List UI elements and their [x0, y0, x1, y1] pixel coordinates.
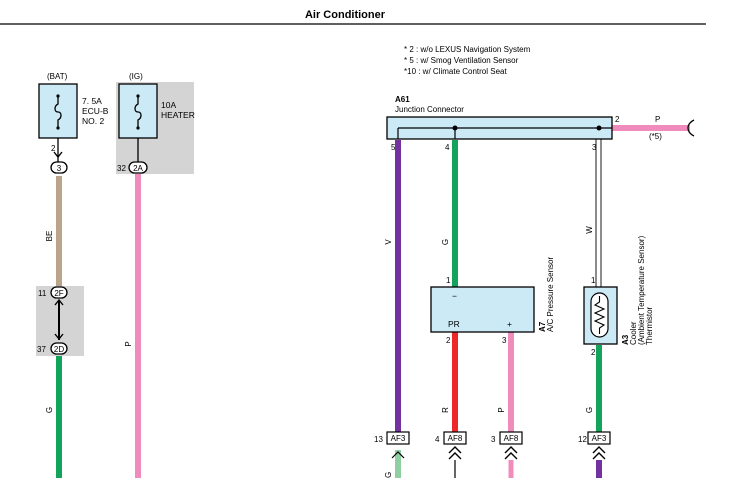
fuse-terminal — [56, 94, 60, 98]
fuse-ig-rating: 10A — [161, 100, 176, 110]
connector-oval-ig-label: 2A — [133, 164, 143, 173]
bottom-connector-box — [499, 431, 523, 445]
bottom-connector-pin: 12 — [578, 435, 587, 444]
pressure-sensor-box — [430, 286, 535, 333]
wire-label-cut: G — [384, 472, 393, 478]
jc-pin2: 2 — [615, 115, 620, 124]
fuse-terminal — [136, 126, 140, 130]
junction-pin-top: 11 — [38, 289, 47, 298]
wire-label-p-left: P — [124, 341, 133, 346]
double-chevron-icon — [391, 451, 405, 459]
double-chevron-icon — [504, 446, 518, 460]
bottom-connector-1: 13 AF3 G — [374, 431, 410, 478]
bottom-connector-label: AF8 — [504, 434, 519, 443]
th-pin2: 2 — [591, 348, 596, 357]
wire-w — [595, 127, 602, 289]
junction-chevron-down — [54, 333, 64, 341]
ps-pin3: 3 — [502, 336, 507, 345]
note-line: * 2 : w/o LEXUS Navigation System — [404, 45, 531, 54]
fuse-ig-name1: HEATER — [161, 110, 195, 120]
ps-pin1: 1 — [446, 276, 451, 285]
ps-pin2: 2 — [446, 336, 451, 345]
jc-pin5: 5 — [391, 143, 396, 152]
ps-name: A/C Pressure Sensor — [546, 257, 555, 332]
bottom-connector-4: 12 AF3 — [578, 431, 611, 478]
bottom-connector-pin: 3 — [491, 435, 496, 444]
junction-oval-top — [50, 286, 68, 299]
resistor-icon — [593, 296, 606, 334]
ps-minus: − — [452, 291, 457, 301]
fuse-ig-box — [118, 83, 158, 139]
jc-id: A61 — [395, 95, 410, 104]
junction-oval-bottom-label: 2D — [54, 345, 64, 354]
junction-pin-bottom: 37 — [37, 345, 46, 354]
th-id: A3 — [621, 334, 630, 345]
th-name3: Thermistor — [645, 306, 654, 345]
wire-label-w: W — [585, 226, 594, 234]
double-chevron-icon — [448, 446, 462, 460]
wire-break-icon — [687, 119, 695, 137]
bottom-connector-box — [443, 431, 467, 445]
bottom-connector-label: AF3 — [391, 434, 406, 443]
wire-label-g-mid: G — [441, 239, 450, 245]
wire-label-r: R — [441, 407, 450, 413]
page-title: Air Conditioner — [305, 9, 386, 21]
junction-oval-bottom — [50, 342, 68, 355]
wire-label-g-left: G — [45, 407, 54, 413]
fuse-terminal — [136, 94, 140, 98]
bottom-connector-label: AF8 — [448, 434, 463, 443]
ps-pr: PR — [448, 319, 460, 329]
double-chevron-icon — [592, 446, 606, 460]
ps-id: A7 — [538, 321, 547, 332]
wire-label-v: V — [384, 239, 393, 245]
th-name1: Cooler — [629, 321, 638, 345]
jc-node — [452, 125, 458, 131]
connector-chevron — [53, 151, 63, 159]
fuse-bat-box — [38, 83, 78, 139]
jc-pin3: 3 — [592, 143, 597, 152]
bottom-connector-3: 3 AF8 — [491, 431, 523, 478]
fuse-bat-name1: ECU-B — [82, 106, 109, 116]
bottom-connector-box — [587, 431, 611, 445]
notes-block: * 2 : w/o LEXUS Navigation System * 5 : … — [404, 45, 531, 76]
junction-oval-top-label: 2F — [54, 289, 63, 298]
jc-pin4: 4 — [445, 143, 450, 152]
note-line: * 5 : w/ Smog Ventilation Sensor — [404, 56, 519, 65]
wire-label-g-right: G — [585, 407, 594, 413]
fuse-bat-name2: NO. 2 — [82, 116, 104, 126]
th-name2: (Ambient Temperature Sensor) — [637, 235, 646, 345]
bottom-connector-pin: 13 — [374, 435, 383, 444]
bottom-connector-pin: 4 — [435, 435, 440, 444]
fuse-bat-icon — [54, 96, 62, 128]
fuse-bat-pin: 2 — [51, 144, 56, 153]
bottom-connector-label: AF3 — [592, 434, 607, 443]
note-line: *10 : w/ Climate Control Seat — [404, 67, 507, 76]
bottom-connector-box — [386, 431, 410, 445]
wire-label-be: BE — [45, 231, 54, 242]
fuse-terminal — [56, 126, 60, 130]
fuse-bat-source: (BAT) — [47, 72, 68, 81]
fuse-ig-pin: 32 — [117, 164, 126, 173]
wire-label-p-mid: P — [497, 407, 506, 412]
connector-oval-bat-label: 3 — [57, 164, 62, 173]
fuse-bat-rating: 7. 5A — [82, 96, 102, 106]
th-pin1: 1 — [591, 276, 596, 285]
connector-oval-ig — [128, 161, 148, 174]
wire-label-p-out: P — [655, 115, 660, 124]
jc-name: Junction Connector — [395, 105, 464, 114]
jc-out-note: (*5) — [649, 132, 662, 141]
connector-oval-bat — [50, 161, 68, 174]
bottom-connector-2: 4 AF8 — [435, 431, 467, 478]
jc-node — [596, 125, 602, 131]
fuse-ig-icon — [134, 96, 142, 128]
fuse-ig-source: (IG) — [129, 72, 143, 81]
ps-plus: + — [507, 319, 512, 329]
